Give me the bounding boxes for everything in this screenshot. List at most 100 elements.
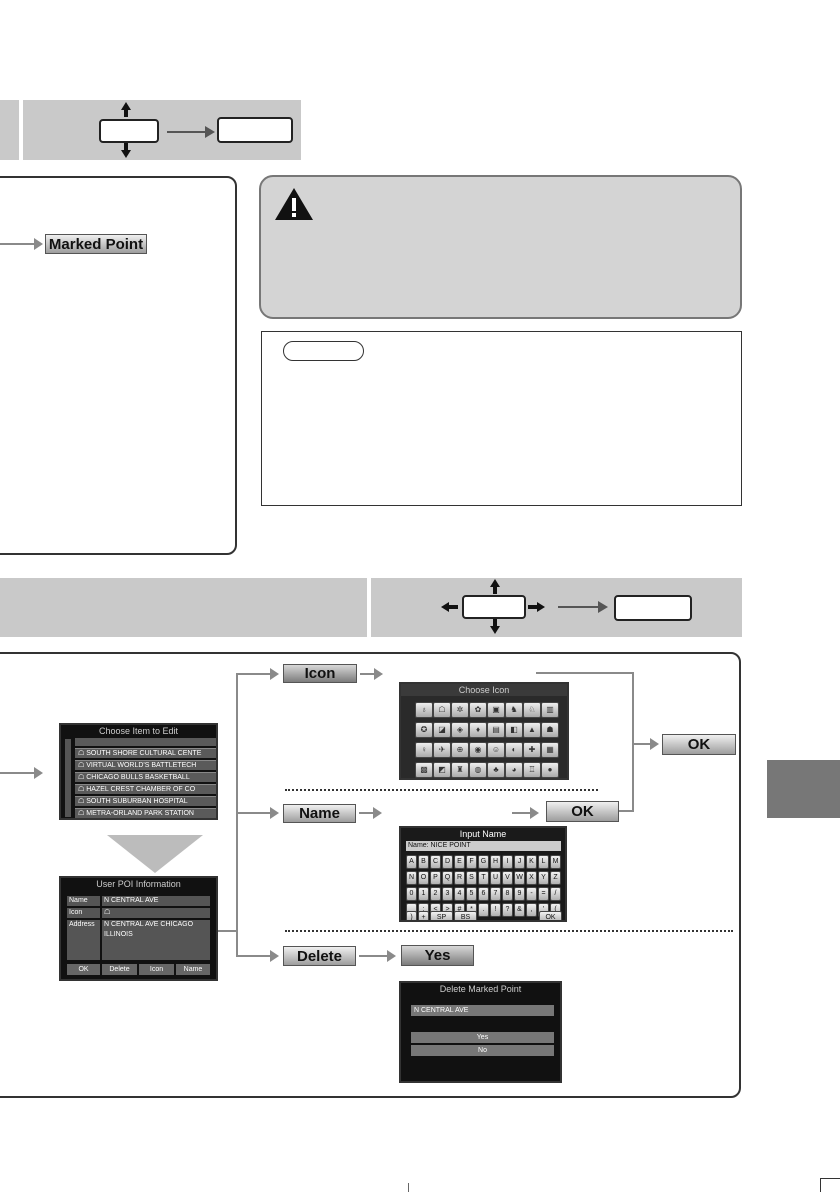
keyboard-key[interactable]: T xyxy=(478,871,489,885)
keyboard-key[interactable]: U xyxy=(490,871,501,885)
keyboard-key[interactable]: 0 xyxy=(406,887,417,901)
name-input-field[interactable]: Name: NICE POINT xyxy=(406,841,561,851)
backspace-key[interactable]: BS xyxy=(454,911,477,920)
keyboard-key[interactable]: Q xyxy=(442,871,453,885)
keyboard-key[interactable]: B xyxy=(418,855,429,869)
keyboard-key[interactable]: E xyxy=(454,855,465,869)
poi-icon[interactable]: ⊕ xyxy=(451,742,469,758)
list-item[interactable]: ☖ METRA-ORLAND PARK STATION xyxy=(75,808,216,818)
poi-icon[interactable]: ◪ xyxy=(433,722,451,738)
poi-icon[interactable]: ♀ xyxy=(415,742,433,758)
keyboard-key[interactable]: L xyxy=(538,855,549,869)
poi-name-button[interactable]: Name xyxy=(176,964,210,975)
keyboard-key[interactable]: , xyxy=(526,903,537,917)
marked-point-button[interactable]: Marked Point xyxy=(45,234,147,254)
delete-no-button[interactable]: No xyxy=(411,1045,554,1056)
poi-icon[interactable]: ◧ xyxy=(505,722,523,738)
keyboard-key[interactable]: D xyxy=(442,855,453,869)
keyboard-key[interactable]: Z xyxy=(550,871,561,885)
poi-icon[interactable]: ▣ xyxy=(487,702,505,718)
poi-ok-button[interactable]: OK xyxy=(67,964,100,975)
keyboard-key[interactable]: F xyxy=(466,855,477,869)
keyboard-key[interactable]: 3 xyxy=(442,887,453,901)
keyboard-key[interactable]: / xyxy=(550,887,561,901)
keyboard-key[interactable]: W xyxy=(514,871,525,885)
list-item[interactable]: ☖ HAZEL CREST CHAMBER OF CO xyxy=(75,784,216,794)
poi-icon[interactable]: ♣ xyxy=(487,762,505,778)
poi-icon[interactable]: ▩ xyxy=(415,762,433,778)
poi-icon[interactable]: ▥ xyxy=(541,702,559,718)
poi-icon[interactable]: ✲ xyxy=(451,702,469,718)
keyboard-key[interactable]: 7 xyxy=(490,887,501,901)
keyboard-ok-key[interactable]: OK xyxy=(539,911,562,920)
keyboard-key[interactable]: V xyxy=(502,871,513,885)
keyboard-key[interactable]: ? xyxy=(502,903,513,917)
icon-button[interactable]: Icon xyxy=(283,664,357,683)
keyboard-key[interactable]: P xyxy=(430,871,441,885)
poi-icon[interactable]: ✪ xyxy=(415,722,433,738)
list-item[interactable]: ☖ CHICAGO BULLS BASKETBALL xyxy=(75,772,216,782)
keyboard-key[interactable]: . xyxy=(478,903,489,917)
keyboard-key[interactable]: I xyxy=(502,855,513,869)
keyboard-key[interactable]: X xyxy=(526,871,537,885)
keyboard-key[interactable]: 6 xyxy=(478,887,489,901)
keyboard-key[interactable]: M xyxy=(550,855,561,869)
poi-icon[interactable]: ♞ xyxy=(505,702,523,718)
list-item[interactable]: ☖ SOUTH SUBURBAN HOSPITAL xyxy=(75,796,216,806)
delete-yes-button[interactable]: Yes xyxy=(411,1032,554,1043)
poi-icon[interactable]: ◩ xyxy=(433,762,451,778)
poi-icon[interactable]: ▦ xyxy=(541,742,559,758)
poi-icon[interactable]: ▲ xyxy=(523,722,541,738)
keyboard-key[interactable]: ! xyxy=(490,903,501,917)
keyboard-key[interactable]: N xyxy=(406,871,417,885)
yes-button[interactable]: Yes xyxy=(401,945,474,966)
poi-icon[interactable]: ♘ xyxy=(523,702,541,718)
keyboard-key[interactable]: G xyxy=(478,855,489,869)
keyboard-key[interactable]: S xyxy=(466,871,477,885)
poi-icon[interactable]: ● xyxy=(541,762,559,778)
poi-icon[interactable]: ♜ xyxy=(451,762,469,778)
delete-button[interactable]: Delete xyxy=(283,946,356,966)
poi-icon[interactable]: ✿ xyxy=(469,702,487,718)
poi-icon[interactable]: ✈ xyxy=(433,742,451,758)
ok-button[interactable]: OK xyxy=(662,734,736,755)
keyboard-key[interactable]: = xyxy=(538,887,549,901)
name-ok-button[interactable]: OK xyxy=(546,801,619,822)
poi-icon-button[interactable]: Icon xyxy=(139,964,174,975)
list-scrollbar[interactable] xyxy=(65,739,71,817)
poi-icon[interactable]: ☗ xyxy=(541,722,559,738)
keyboard-key[interactable]: J xyxy=(514,855,525,869)
poi-icon[interactable]: ☺ xyxy=(487,742,505,758)
keyboard-key[interactable]: K xyxy=(526,855,537,869)
poi-icon[interactable]: ◍ xyxy=(469,762,487,778)
name-button[interactable]: Name xyxy=(283,804,356,823)
keyboard-key[interactable]: Y xyxy=(538,871,549,885)
poi-icon[interactable]: ♦ xyxy=(469,722,487,738)
keyboard-key[interactable]: 9 xyxy=(514,887,525,901)
keyboard-key[interactable]: A xyxy=(406,855,417,869)
keyboard-key[interactable]: + xyxy=(418,911,429,920)
poi-icon[interactable]: ♁ xyxy=(415,702,433,718)
keyboard-key[interactable]: 2 xyxy=(430,887,441,901)
keyboard-key[interactable]: 5 xyxy=(466,887,477,901)
keyboard-key[interactable]: 8 xyxy=(502,887,513,901)
keyboard-key[interactable]: 4 xyxy=(454,887,465,901)
poi-icon[interactable]: ✚ xyxy=(523,742,541,758)
keyboard-key[interactable]: - xyxy=(526,887,537,901)
keyboard-key[interactable]: & xyxy=(514,903,525,917)
poi-icon[interactable]: ◐ xyxy=(505,742,523,758)
keyboard-key[interactable]: R xyxy=(454,871,465,885)
list-item[interactable]: ☖ SOUTH SHORE CULTURAL CENTE xyxy=(75,748,216,758)
keyboard-key[interactable]: ) xyxy=(406,911,417,920)
keyboard-key[interactable]: O xyxy=(418,871,429,885)
poi-icon[interactable]: ◕ xyxy=(505,762,523,778)
keyboard-key[interactable]: H xyxy=(490,855,501,869)
poi-icon[interactable]: ♖ xyxy=(523,762,541,778)
poi-icon[interactable]: ☖ xyxy=(433,702,451,718)
poi-icon[interactable]: ▤ xyxy=(487,722,505,738)
keyboard-key[interactable]: 1 xyxy=(418,887,429,901)
poi-icon[interactable]: ◈ xyxy=(451,722,469,738)
list-item[interactable]: ☖ VIRTUAL WORLD'S BATTLETECH xyxy=(75,760,216,770)
space-key[interactable]: SP xyxy=(430,911,453,920)
keyboard-key[interactable]: C xyxy=(430,855,441,869)
